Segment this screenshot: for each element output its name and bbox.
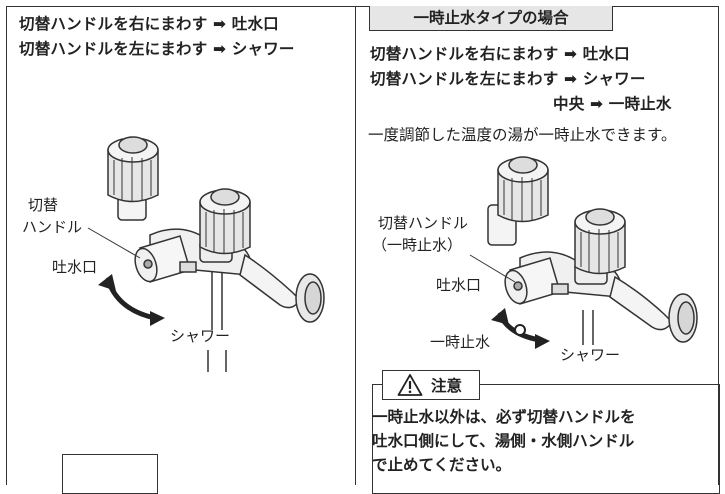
left-faucet-drawing xyxy=(87,136,325,372)
right-instruction-left: 切替ハンドルを左にまわす ➡ シャワー xyxy=(370,70,646,88)
left-label-spout: 吐水口 xyxy=(52,258,98,276)
right-note: 一度調節した温度の湯が一時止水できます。 xyxy=(368,126,677,144)
warning-icon xyxy=(397,374,423,396)
right-instruction-center: 中央 ➡ 一時止水 xyxy=(553,95,672,113)
caution-line-2: 吐水口側にして、湯側・水側ハンドル xyxy=(372,432,635,450)
column-divider xyxy=(355,6,356,485)
right-label-shower: シャワー xyxy=(560,346,621,364)
left-rotation-arrow xyxy=(105,277,158,321)
caution-line-3: で止めてください。 xyxy=(372,456,512,474)
center-stop-dot xyxy=(514,324,526,336)
right-label-spout: 吐水口 xyxy=(436,276,482,294)
right-label-handle: 切替ハンドル xyxy=(378,214,469,232)
right-instruction-right: 切替ハンドルを右にまわす ➡ 吐水口 xyxy=(370,45,630,63)
left-instruction-left: 切替ハンドルを左にまわす ➡ シャワー xyxy=(19,40,295,58)
right-label-stop: 一時止水 xyxy=(430,333,491,351)
left-label-shower: シャワー xyxy=(170,327,231,345)
caution-title: 注意 xyxy=(431,377,463,395)
left-label-handle-2: ハンドル xyxy=(22,218,83,236)
caution-body: 一時止水以外は、必ず切替ハンドルを 吐水口側にして、湯側・水側ハンドル で止めて… xyxy=(372,405,636,477)
caution-tab: 注意 xyxy=(382,370,480,400)
right-header: 一時止水タイプの場合 xyxy=(369,6,613,31)
caution-line-1: 一時止水以外は、必ず切替ハンドルを xyxy=(372,408,636,426)
left-label-handle-1: 切替 xyxy=(28,196,59,214)
left-instruction-right: 切替ハンドルを右にまわす ➡ 吐水口 xyxy=(19,15,279,33)
right-label-handle-sub: （一時止水） xyxy=(372,236,463,254)
page-frame xyxy=(6,6,719,485)
right-faucet-drawing xyxy=(469,156,698,345)
